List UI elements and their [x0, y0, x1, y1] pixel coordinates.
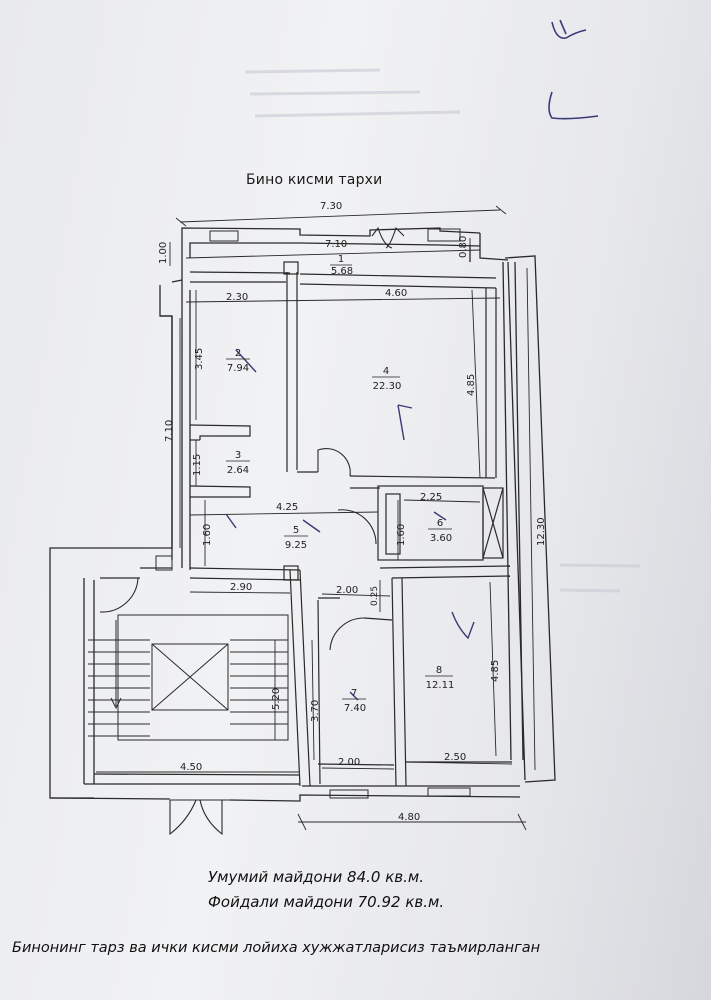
- room-3-label: 3 2.64: [226, 450, 250, 476]
- staircase: [88, 614, 289, 741]
- dim-room7-width: 2.00: [338, 757, 360, 768]
- svg-text:12.11: 12.11: [426, 680, 455, 691]
- dim-room6-height: 1.60: [396, 524, 407, 546]
- total-area-text: Умумий майдони 84.0 кв.м.: [208, 868, 424, 886]
- svg-text:2: 2: [235, 348, 241, 359]
- bleed-through-lines: [244, 68, 641, 593]
- svg-text:8: 8: [436, 665, 442, 676]
- dim-stair-top: 2.90: [230, 582, 252, 593]
- svg-text:7.40: 7.40: [344, 703, 366, 714]
- dim-room7-height: 3.70: [310, 700, 321, 722]
- dim-corridor-width: 4.25: [276, 502, 298, 513]
- plan-title: Бино кисми тархи: [246, 172, 383, 188]
- dim-stair-height: 5.20: [271, 688, 282, 710]
- outer-walls: [49, 227, 556, 802]
- dim-room2-width: 2.30: [226, 292, 248, 303]
- dim-top-right: 0.80: [458, 236, 469, 258]
- dim-stair-width: 4.50: [180, 762, 202, 773]
- dim-room7-top: 2.00: [336, 585, 358, 596]
- dim-right-total: 12.30: [536, 517, 547, 546]
- dim-room8-width: 2.50: [444, 752, 466, 763]
- room-5-label: 5 9.25: [284, 525, 308, 551]
- room-1-label: 1 5.68: [330, 254, 353, 277]
- svg-text:9.25: 9.25: [285, 540, 307, 551]
- dim-left-total: 7.10: [164, 420, 175, 442]
- windows: [155, 228, 471, 799]
- svg-text:7.94: 7.94: [227, 363, 249, 374]
- doors: [99, 226, 405, 836]
- svg-text:22.30: 22.30: [373, 381, 402, 392]
- svg-text:3: 3: [235, 450, 241, 461]
- handwritten-marks: [548, 19, 599, 120]
- footer-note: Бинонинг тарз ва ички кисми лойиха хужжа…: [12, 940, 541, 956]
- room-6-label: 6 3.60: [428, 518, 452, 544]
- svg-text:4: 4: [383, 366, 389, 377]
- room-7-label: 7 7.40: [342, 688, 366, 714]
- dim-room3-height: 1.15: [192, 454, 203, 476]
- svg-text:7: 7: [351, 688, 357, 699]
- svg-text:5.68: 5.68: [331, 266, 353, 277]
- dim-corridor-height: 1.60: [202, 524, 213, 546]
- dim-bottom-total: 4.80: [398, 812, 420, 823]
- dim-room2-height: 3.45: [194, 348, 205, 370]
- svg-text:5: 5: [293, 525, 299, 536]
- room-8-label: 8 12.11: [425, 665, 454, 691]
- dimension-lines: [96, 205, 536, 831]
- dim-small: 0.25: [370, 586, 380, 606]
- pen-annotations: [225, 349, 475, 701]
- dim-top-inner: 7.10: [325, 239, 347, 250]
- interior-walls: [100, 261, 512, 787]
- room-2-label: 2 7.94: [226, 348, 250, 374]
- dim-top-total: 7.30: [320, 201, 342, 212]
- room-labels: 1 5.68 2 7.94 3 2.64 4 22.30 5: [226, 254, 454, 714]
- svg-text:2.64: 2.64: [227, 465, 249, 476]
- svg-text:6: 6: [437, 518, 443, 529]
- dim-room8-height: 4.85: [490, 660, 501, 682]
- dimension-labels: 7.30 7.10 1.00 0.80 2.30 4.60 3.45 4.85 …: [158, 201, 547, 823]
- useful-area-text: Фойдали майдони 70.92 кв.м.: [208, 893, 445, 911]
- svg-text:1: 1: [338, 254, 344, 265]
- dim-room6-width: 2.25: [420, 492, 442, 503]
- dim-top-left: 1.00: [158, 242, 169, 264]
- dim-room4-height: 4.85: [466, 374, 477, 396]
- dim-room4-width: 4.60: [385, 288, 407, 299]
- room-4-label: 4 22.30: [372, 366, 401, 392]
- svg-text:3.60: 3.60: [430, 533, 452, 544]
